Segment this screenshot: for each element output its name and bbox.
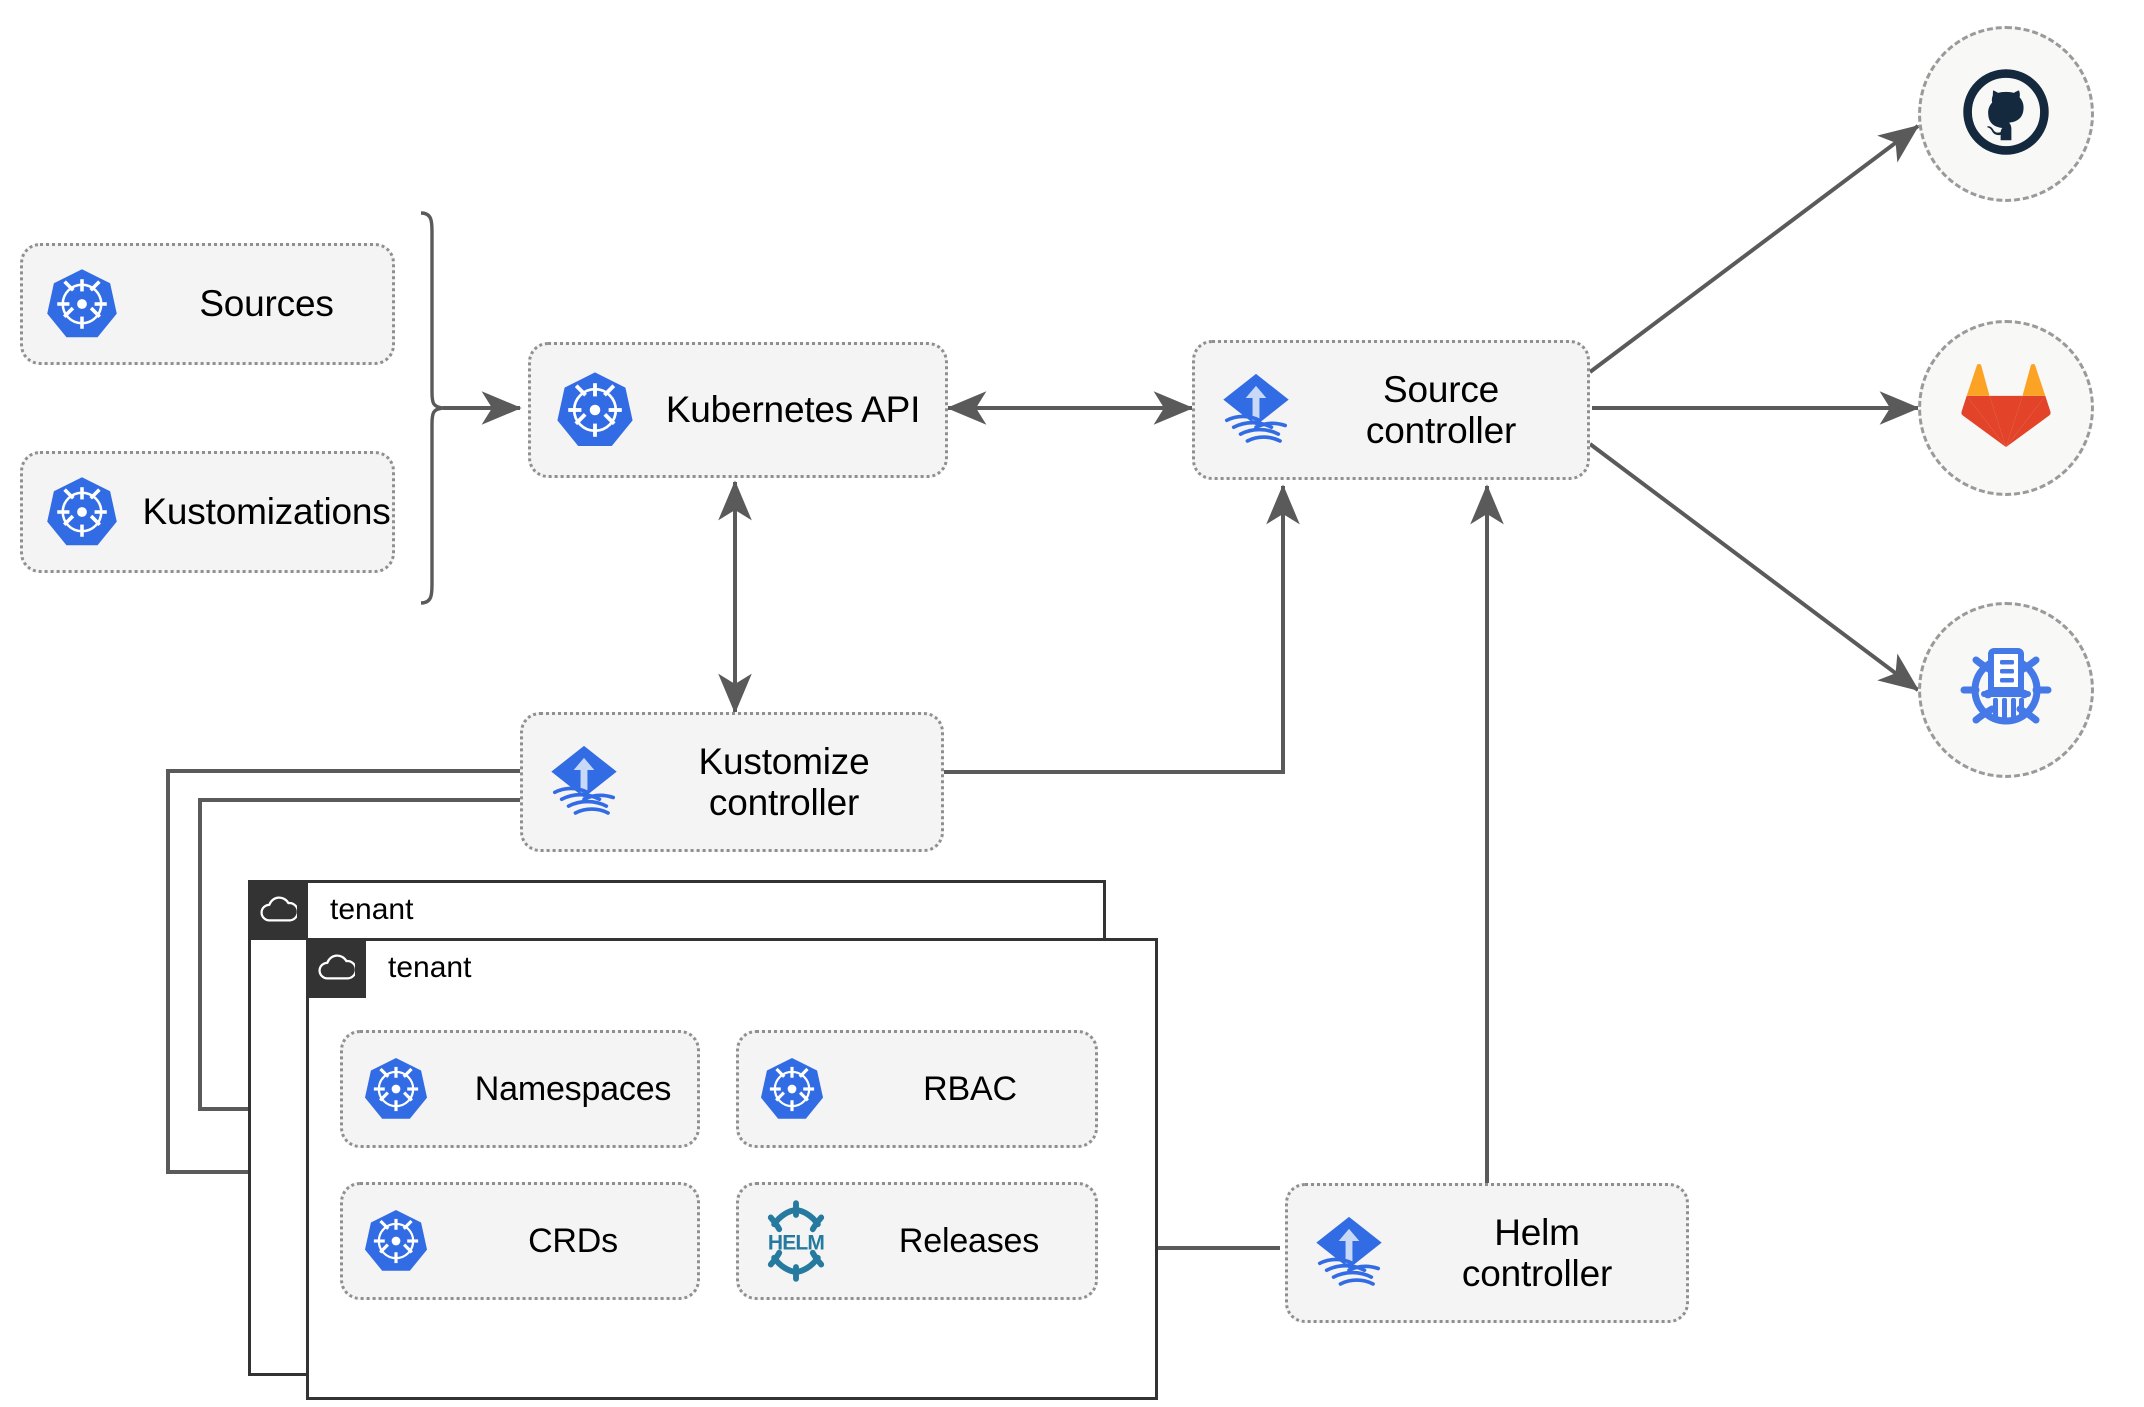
- flux-icon: [1195, 367, 1317, 453]
- provider-helm-repository[interactable]: [1918, 602, 2094, 778]
- node-rbac-label: RBAC: [923, 1069, 1017, 1108]
- tenant-front-container[interactable]: [306, 938, 1158, 1400]
- node-source-controller-label: Source controller: [1365, 368, 1517, 451]
- cloud-icon: [248, 880, 308, 940]
- node-namespaces[interactable]: Namespaces: [340, 1030, 700, 1148]
- provider-gitlab[interactable]: [1918, 320, 2094, 496]
- wire-sourcectrl-github: [1588, 124, 1920, 374]
- kubernetes-icon: [531, 370, 659, 450]
- node-helm-controller[interactable]: Helm controller: [1285, 1183, 1689, 1323]
- flux-icon: [1288, 1210, 1410, 1296]
- wire-kustomizectrl-sourcectrl: [944, 484, 1300, 774]
- node-releases-label: Releases: [898, 1221, 1040, 1260]
- kubernetes-icon: [343, 1056, 449, 1122]
- node-sources[interactable]: Sources: [20, 243, 395, 365]
- cloud-icon: [306, 938, 366, 998]
- provider-github[interactable]: [1918, 26, 2094, 202]
- node-kustomize-controller[interactable]: Kustomize controller: [520, 712, 944, 852]
- node-sources-label: Sources: [199, 283, 334, 325]
- svg-text:HELM: HELM: [768, 1231, 824, 1254]
- tenant-back-label: tenant: [330, 893, 414, 926]
- kubernetes-icon: [23, 475, 141, 549]
- node-kustomizations[interactable]: Kustomizations: [20, 451, 395, 573]
- tenant-front-label: tenant: [388, 951, 472, 984]
- kubernetes-icon: [23, 267, 141, 341]
- node-helm-controller-label: Helm controller: [1461, 1211, 1613, 1294]
- helm-repository-icon: [1956, 638, 2056, 743]
- helm-icon: HELM: [739, 1199, 853, 1283]
- node-releases[interactable]: HELM Releases: [736, 1182, 1098, 1300]
- node-rbac[interactable]: RBAC: [736, 1030, 1098, 1148]
- kubernetes-icon: [739, 1056, 845, 1122]
- wire-sourcectrl-helmrepo: [1588, 442, 1920, 692]
- gitlab-icon: [1960, 363, 2052, 454]
- kubernetes-icon: [343, 1208, 449, 1274]
- github-icon: [1958, 64, 2054, 165]
- node-crds[interactable]: CRDs: [340, 1182, 700, 1300]
- node-crds-label: CRDs: [528, 1221, 618, 1260]
- node-kubernetes-api-label: Kubernetes API: [665, 389, 921, 431]
- tenant-back-header: tenant: [248, 880, 1106, 940]
- node-kustomize-controller-label: Kustomize controller: [698, 740, 870, 823]
- tenant-front-header: tenant: [306, 938, 1158, 998]
- node-source-controller[interactable]: Source controller: [1192, 340, 1590, 480]
- node-kustomizations-label: Kustomizations: [142, 491, 391, 533]
- flux-icon: [523, 739, 645, 825]
- node-kubernetes-api[interactable]: Kubernetes API: [528, 342, 948, 478]
- node-namespaces-label: Namespaces: [474, 1069, 672, 1108]
- group-brace: [420, 211, 444, 605]
